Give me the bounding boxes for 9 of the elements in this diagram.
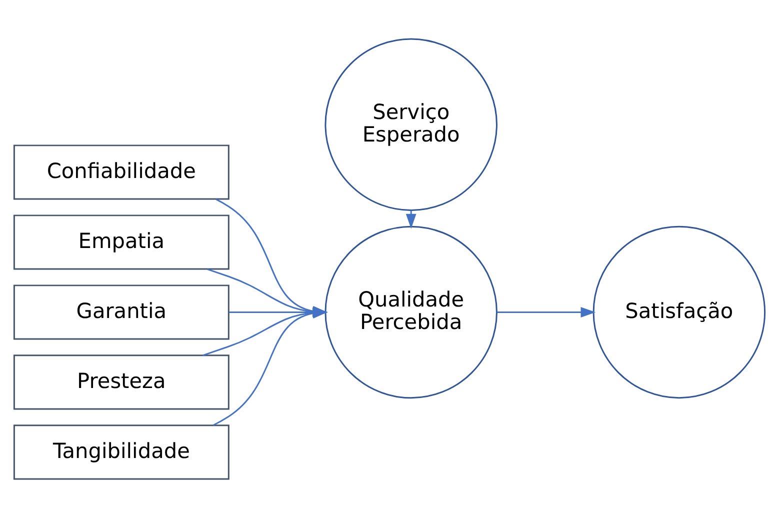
node-box: Confiabilidade xyxy=(13,144,230,200)
node-box: Tangibilidade xyxy=(13,424,230,480)
node-box: Presteza xyxy=(13,354,230,410)
node-box: Garantia xyxy=(13,284,230,340)
arrow xyxy=(497,306,596,317)
node-box: Empatia xyxy=(13,214,230,270)
node-circle: Serviço Esperado xyxy=(324,38,498,210)
node-circle: Qualidade Percebida xyxy=(324,225,498,398)
node-circle: Satisfação xyxy=(592,225,766,398)
